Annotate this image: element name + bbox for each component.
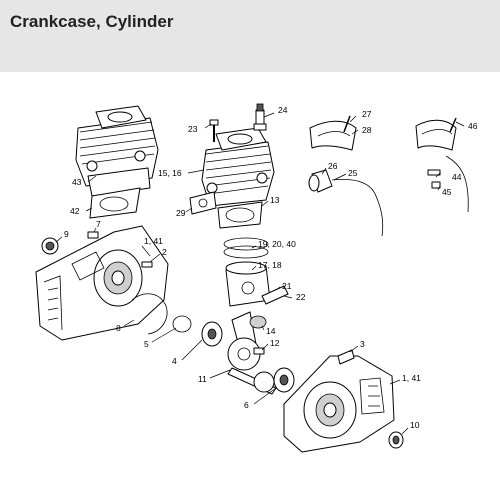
ignition-lead-25 [331, 179, 384, 237]
washer-12 [253, 347, 265, 355]
leader-lines [55, 112, 465, 435]
part-44 [427, 169, 441, 176]
page-title: Crankcase, Cylinder [10, 12, 174, 31]
part-label-7: 7 [96, 219, 101, 229]
circlip-5 [172, 315, 192, 333]
part-label-25: 25 [348, 168, 358, 178]
crankcase-right [283, 355, 395, 453]
header-bar: Crankcase, Cylinder [0, 0, 500, 72]
part-label-1-41-top: 1, 41 [144, 236, 163, 246]
needle-cage-14 [249, 315, 267, 329]
part-label-29: 29 [176, 208, 186, 218]
shroud-28 [309, 115, 357, 151]
bearing-4 [201, 321, 223, 347]
part-label-12: 12 [270, 338, 280, 348]
part-label-24: 24 [278, 105, 288, 115]
part-label-10: 10 [410, 420, 420, 430]
screw-23 [209, 119, 219, 142]
part-label-19-20-40: 19, 20, 40 [258, 239, 296, 249]
part-45 [431, 181, 441, 189]
part-label-21: 21 [282, 281, 292, 291]
part-label-15-16: 15, 16 [158, 168, 182, 178]
piston-rings [223, 237, 269, 259]
wire-lead-right [445, 155, 469, 213]
bearing-6 [273, 367, 295, 393]
part-label-27: 27 [362, 109, 372, 119]
part-label-3: 3 [360, 339, 365, 349]
oil-seal-10 [388, 431, 404, 449]
gasket-8 [131, 293, 168, 335]
intake-flange-29 [189, 191, 217, 215]
part-label-46: 46 [468, 121, 478, 131]
part-label-42: 42 [70, 206, 80, 216]
pin-2 [141, 261, 153, 268]
part-label-6: 6 [244, 400, 249, 410]
part-label-43: 43 [72, 177, 82, 187]
crankcase-left [35, 225, 169, 341]
part-label-4: 4 [172, 356, 177, 366]
part-label-13: 13 [270, 195, 280, 205]
part-label-26: 26 [328, 161, 338, 171]
exploded-parts-diagram: 24 23 27 28 46 26 25 15, 16 43 44 45 42 … [35, 103, 478, 453]
part-label-22: 22 [296, 292, 306, 302]
bracket-3 [337, 349, 355, 365]
part-label-5: 5 [144, 339, 149, 349]
part-label-23: 23 [188, 124, 198, 134]
piston [225, 261, 271, 307]
part-label-11: 11 [198, 374, 207, 384]
cylinder-gasket-42 [89, 187, 141, 219]
cylinder-left [75, 105, 159, 197]
dowel-7 [87, 231, 99, 239]
part-label-2: 2 [162, 247, 167, 257]
spark-boot-26 [308, 169, 333, 193]
part-label-45: 45 [442, 187, 452, 197]
shroud-46 [415, 117, 457, 151]
cylinder-center [201, 127, 275, 207]
part-label-9: 9 [64, 229, 69, 239]
part-label-14: 14 [266, 326, 276, 336]
part-label-44: 44 [452, 172, 462, 182]
oil-seal-9 [41, 237, 59, 255]
part-label-8: 8 [116, 323, 121, 333]
part-label-17-18: 17, 18 [258, 260, 282, 270]
crankshaft [227, 311, 277, 395]
part-label-1-41-bottom: 1, 41 [402, 373, 421, 383]
cylinder-gasket-13 [217, 201, 263, 229]
part-label-28: 28 [362, 125, 372, 135]
